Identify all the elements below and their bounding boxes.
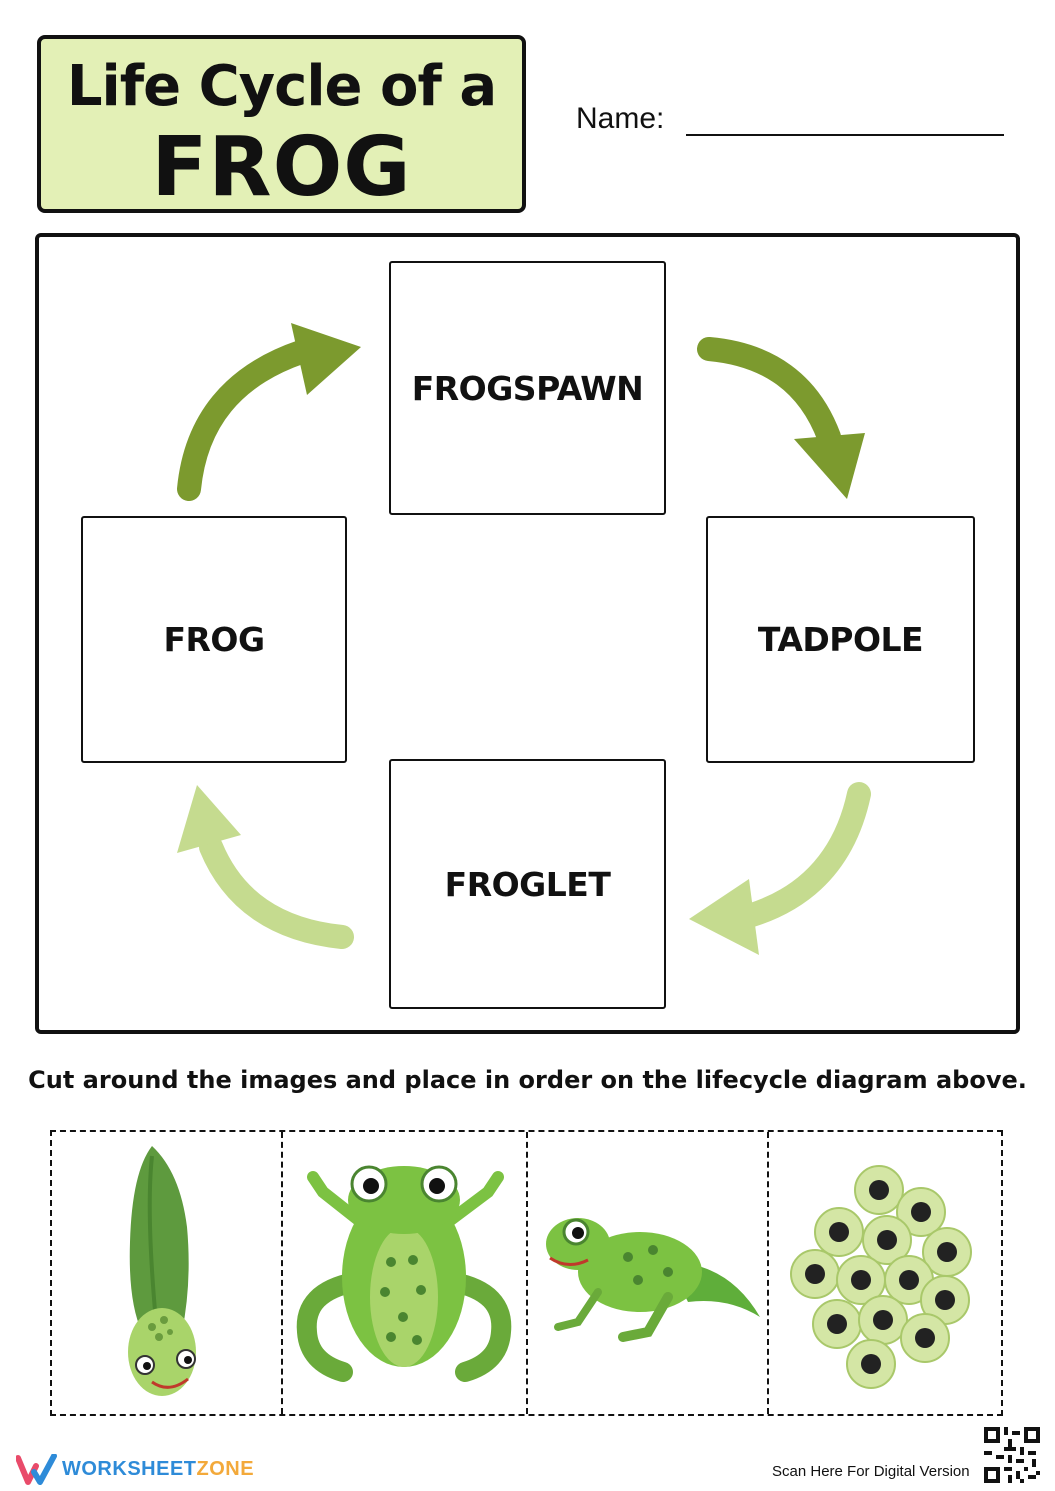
arrow-tadpole-to-froglet-icon [689, 782, 871, 955]
cut-line [526, 1132, 528, 1414]
qr-code-icon[interactable] [984, 1427, 1040, 1483]
arrow-frogspawn-to-tadpole-icon [697, 337, 865, 499]
stage-box-frogspawn[interactable]: FROGSPAWN [389, 261, 666, 515]
froglet-image-icon [546, 1218, 760, 1342]
title-box: Life Cycle of a FROG [37, 35, 526, 213]
name-label: Name: [576, 102, 665, 135]
title-line-2: FROG [151, 120, 412, 215]
tadpole-image-icon [128, 1146, 196, 1396]
cutout-strip [50, 1130, 1003, 1416]
lifecycle-diagram: FROGSPAWN TADPOLE FROGLET FROG [35, 233, 1020, 1034]
scan-text: Scan Here For Digital Version [772, 1463, 970, 1480]
stage-box-tadpole[interactable]: TADPOLE [706, 516, 975, 763]
instruction-text: Cut around the images and place in order… [28, 1066, 1027, 1094]
stage-label-frogspawn: FROGSPAWN [411, 368, 644, 408]
cutout-frog[interactable] [283, 1132, 526, 1414]
cutout-froglet[interactable] [528, 1132, 767, 1414]
worksheetzone-logo-icon [16, 1454, 57, 1485]
cycle-arrows [177, 323, 871, 955]
name-input-line[interactable] [686, 134, 1004, 136]
cut-line [767, 1132, 769, 1414]
brand-main: WORKSHEET [62, 1458, 197, 1480]
frog-image-icon [296, 1165, 512, 1382]
frogspawn-image-icon [790, 1165, 972, 1389]
stage-box-froglet[interactable]: FROGLET [389, 759, 666, 1009]
stage-label-tadpole: TADPOLE [757, 620, 924, 659]
cutout-frogspawn[interactable] [769, 1132, 1001, 1414]
arrow-frog-to-frogspawn-icon [177, 323, 361, 501]
stage-box-frog[interactable]: FROG [81, 516, 347, 763]
stage-label-froglet: FROGLET [444, 864, 611, 904]
brand-accent: ZONE [196, 1458, 255, 1480]
brand-name[interactable]: WORKSHEETZONE [62, 1458, 254, 1481]
stage-label-frog: FROG [163, 620, 265, 659]
cutout-tadpole[interactable] [52, 1132, 281, 1414]
title-line-1: Life Cycle of a [66, 54, 497, 119]
arrow-froglet-to-frog-icon [177, 785, 354, 949]
cut-line [281, 1132, 283, 1414]
